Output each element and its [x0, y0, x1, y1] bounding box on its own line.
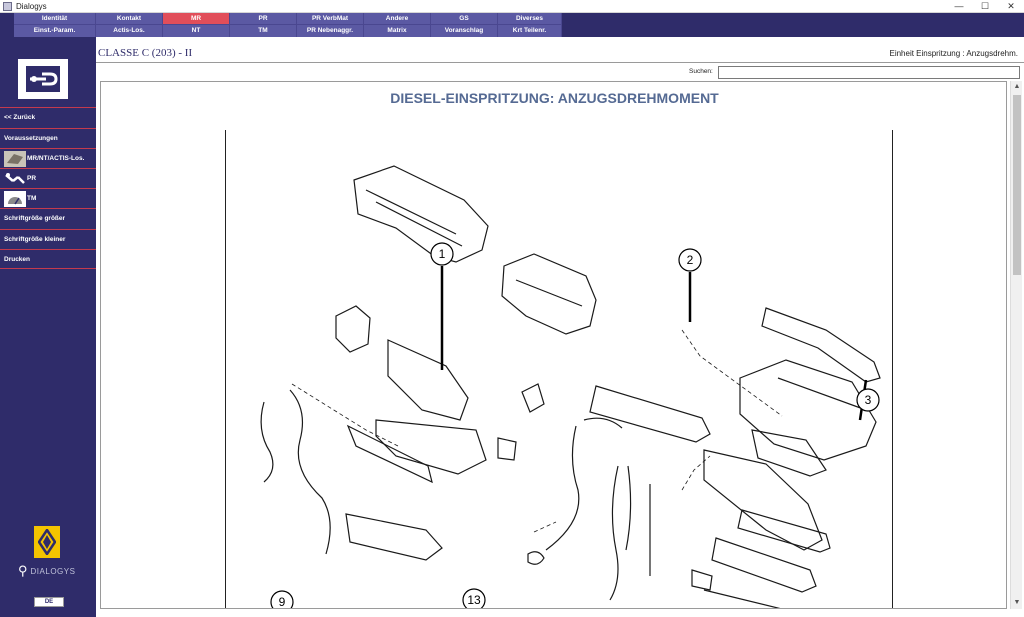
menu-item-diverses[interactable]: Diverses [498, 13, 562, 25]
title-bar: Dialogys — ☐ ✕ [0, 0, 1024, 13]
menu-col-gs: GS Voranschlag [431, 13, 498, 37]
scroll-down-arrow-icon[interactable]: ▼ [1013, 599, 1021, 606]
menu-item-gs[interactable]: GS [431, 13, 498, 25]
callout-3-circle [856, 388, 880, 412]
menu-item-mr[interactable]: MR [163, 13, 230, 25]
menu-item-andere[interactable]: Andere [364, 13, 431, 25]
search-input[interactable] [718, 66, 1020, 79]
language-badge[interactable]: DE [34, 597, 64, 607]
sidebar-item-label: PR [27, 175, 37, 182]
dialogys-wordmark: DIALOGYS [30, 566, 76, 576]
sidebar-item-label: Schriftgröße größer [4, 215, 66, 222]
callout-3-label: 3 [865, 393, 872, 407]
callout-2-circle [678, 248, 702, 272]
vehicle-title: CLASSE C (203) - II [98, 47, 193, 59]
menu-item-pr-nebenaggr[interactable]: PR Nebenaggr. [297, 25, 364, 37]
callout-13-circle [462, 588, 486, 608]
sidebar-item-tm[interactable]: TM [0, 188, 96, 208]
callout-9-circle [270, 590, 294, 608]
menu-item-identitaet[interactable]: Identität [14, 13, 96, 25]
document-title: DIESEL-EINSPRITZUNG: ANZUGSDREHMOMENT [390, 90, 719, 106]
callout-1-circle [430, 242, 454, 266]
sidebar-item-label: Drucken [4, 256, 31, 263]
menu-item-einst-param[interactable]: Einst.-Param. [14, 25, 96, 37]
exploded-diagram: 1 2 3 9 13 [225, 130, 893, 609]
close-button[interactable]: ✕ [1007, 1, 1015, 11]
callout-2-label: 2 [687, 253, 694, 267]
tools-icon [5, 173, 25, 184]
vertical-scrollbar[interactable]: ▲ ▼ [1010, 81, 1022, 609]
main-panel: CLASSE C (203) - II Einheit Einspritzung… [96, 37, 1024, 617]
sidebar-item-label: << Zurück [4, 114, 36, 121]
minimize-button[interactable]: — [954, 1, 964, 11]
dialogys-logo: ⚲ DIALOGYS [18, 563, 82, 579]
renault-diamond-icon [38, 529, 56, 555]
menu-item-tm[interactable]: TM [230, 25, 297, 37]
sidebar-item-label: MR/NT/ACTIS-Los. [27, 155, 85, 162]
menu-col-pr-verbmat: PR VerbMat PR Nebenaggr. [297, 13, 364, 37]
wrench-logo [18, 59, 68, 99]
menu-col-andere: Andere Matrix [364, 13, 431, 37]
top-menu: Identität Einst.-Param. Kontakt Actis-Lo… [0, 13, 1024, 37]
window-title: Dialogys [16, 1, 47, 11]
sidebar-item-label: Voraussetzungen [4, 135, 58, 142]
callout-9-label: 9 [279, 595, 286, 609]
menu-item-nt[interactable]: NT [163, 25, 230, 37]
menu-col-identitaet: Identität Einst.-Param. [14, 13, 96, 37]
section-title: Einheit Einspritzung : Anzugsdrehm. [889, 49, 1018, 58]
renault-logo [34, 526, 60, 558]
sidebar-item-drucken[interactable]: Drucken [0, 249, 96, 269]
wrench-icon [26, 66, 60, 92]
menu-item-pr[interactable]: PR [230, 13, 297, 25]
document-frame: DIESEL-EINSPRITZUNG: ANZUGSDREHMOMENT [100, 81, 1007, 609]
clock-icon [4, 191, 26, 207]
scroll-thumb[interactable] [1013, 95, 1021, 275]
header-row: CLASSE C (203) - II Einheit Einspritzung… [96, 37, 1024, 63]
search-row: Suchen: [96, 64, 1024, 80]
callout-1-label: 1 [439, 247, 446, 261]
menu-col-pr: PR TM [230, 13, 297, 37]
sidebar-item-voraussetzungen[interactable]: Voraussetzungen [0, 128, 96, 148]
sidebar: << Zurück Voraussetzungen MR/NT/ACTIS-Lo… [0, 37, 96, 617]
sidebar-item-label: Schriftgröße kleiner [4, 236, 66, 243]
menu-item-krt-teilenr[interactable]: Krt Teilenr. [498, 25, 562, 37]
sidebar-item-zurueck[interactable]: << Zurück [0, 107, 96, 127]
maximize-button[interactable]: ☐ [980, 1, 990, 11]
sidebar-item-schrift-groesser[interactable]: Schriftgröße größer [0, 208, 96, 228]
menu-item-matrix[interactable]: Matrix [364, 25, 431, 37]
menu-item-kontakt[interactable]: Kontakt [96, 13, 163, 25]
menu-col-kontakt: Kontakt Actis-Los. [96, 13, 163, 37]
gearbox-icon [4, 151, 26, 167]
callout-13-label: 13 [467, 593, 481, 607]
sidebar-item-label: TM [27, 195, 37, 202]
sidebar-item-pr[interactable]: PR [0, 168, 96, 188]
window-controls: — ☐ ✕ [946, 0, 1024, 13]
dialogys-key-icon: ⚲ [18, 563, 28, 578]
menu-col-diverses: Diverses Krt Teilenr. [498, 13, 562, 37]
menu-item-voranschlag[interactable]: Voranschlag [431, 25, 498, 37]
menu-col-mr: MR NT [163, 13, 230, 37]
menu-item-pr-verbmat[interactable]: PR VerbMat [297, 13, 364, 25]
menu-item-actis-los[interactable]: Actis-Los. [96, 25, 163, 37]
sidebar-item-schrift-kleiner[interactable]: Schriftgröße kleiner [0, 229, 96, 249]
sidebar-item-mr-nt-actis[interactable]: MR/NT/ACTIS-Los. [0, 148, 96, 168]
scroll-up-arrow-icon[interactable]: ▲ [1013, 83, 1021, 90]
search-label: Suchen: [689, 68, 713, 75]
app-icon [3, 1, 12, 11]
injection-diagram: 1 2 3 9 13 [260, 165, 881, 609]
